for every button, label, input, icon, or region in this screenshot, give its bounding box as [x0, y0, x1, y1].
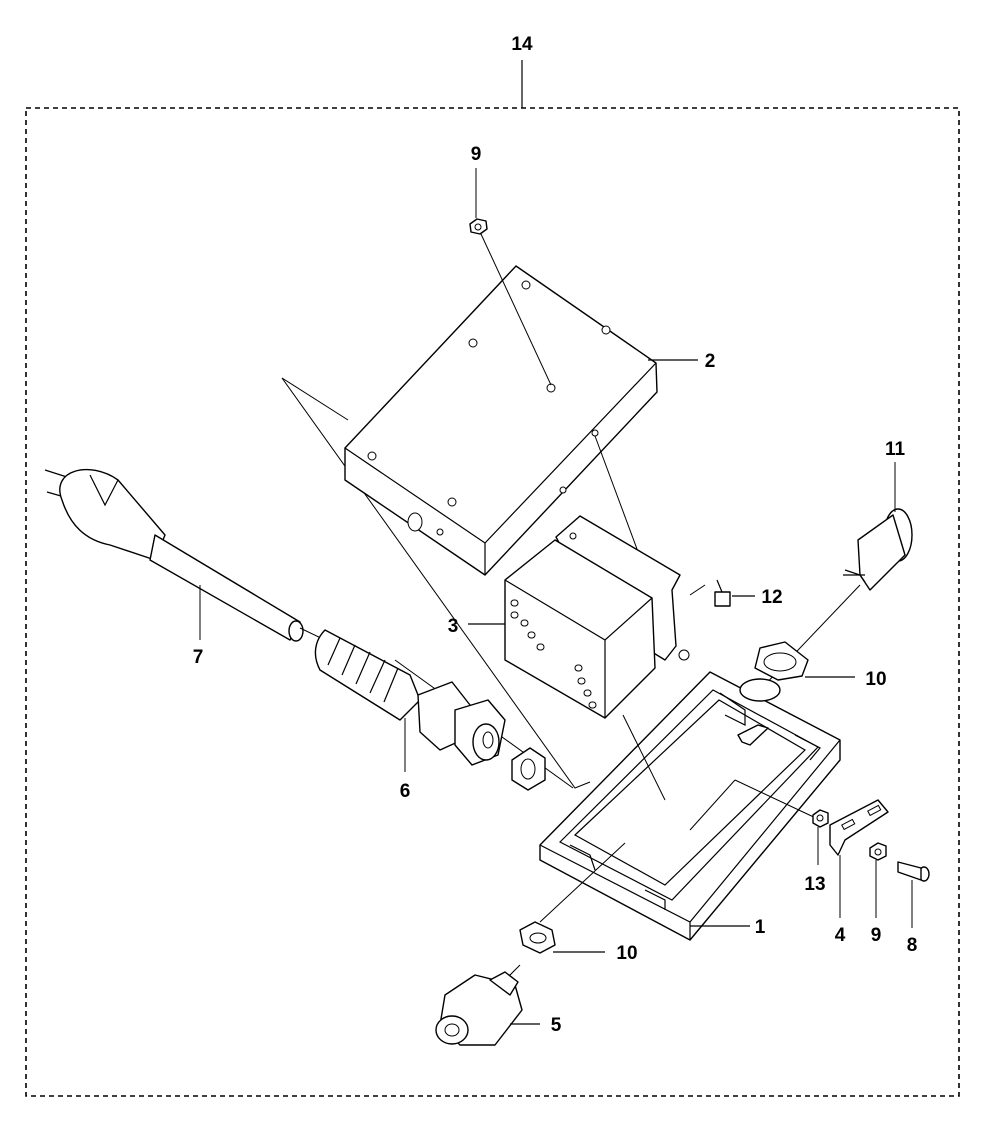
label-7: 7	[193, 647, 204, 668]
gland-5	[435, 971, 523, 1046]
label-12: 12	[761, 587, 782, 608]
strain-relief	[314, 629, 546, 791]
label-6: 6	[400, 781, 411, 802]
housing-tray	[539, 671, 841, 941]
transformer	[504, 515, 690, 719]
label-2: 2	[705, 351, 716, 372]
label-1: 1	[755, 917, 766, 938]
lamp	[843, 508, 913, 591]
label-3: 3	[448, 616, 459, 637]
label-10-right: 10	[865, 669, 886, 690]
label-4: 4	[835, 925, 846, 946]
plane-top-edge	[281, 377, 349, 421]
label-9-bottom: 9	[871, 925, 882, 946]
assembly-frame	[25, 107, 960, 1097]
bracket-4	[829, 799, 889, 856]
axis-screw-12	[689, 584, 706, 596]
nut-top	[469, 218, 488, 235]
plane-inner	[689, 779, 736, 831]
plug-cable	[44, 468, 304, 642]
screw-8	[897, 861, 930, 882]
axis-gland	[539, 842, 626, 923]
screw-12	[714, 579, 731, 607]
plane-left-edge	[281, 377, 591, 789]
label-9-top: 9	[471, 144, 482, 165]
axis-transformer-housing	[622, 714, 666, 801]
label-5: 5	[551, 1015, 562, 1036]
label-10-bottom: 10	[616, 943, 637, 964]
label-8: 8	[907, 935, 918, 956]
cover-box	[344, 265, 658, 576]
label-14: 14	[511, 34, 533, 55]
axis-bracket	[734, 779, 821, 821]
gasket-right	[739, 641, 809, 702]
axis-nut-cover	[480, 233, 552, 386]
nut-bottom	[869, 842, 887, 861]
label-11: 11	[885, 439, 906, 460]
nut-13	[812, 809, 829, 828]
gasket-bottom	[519, 921, 556, 954]
label-13: 13	[804, 874, 825, 895]
